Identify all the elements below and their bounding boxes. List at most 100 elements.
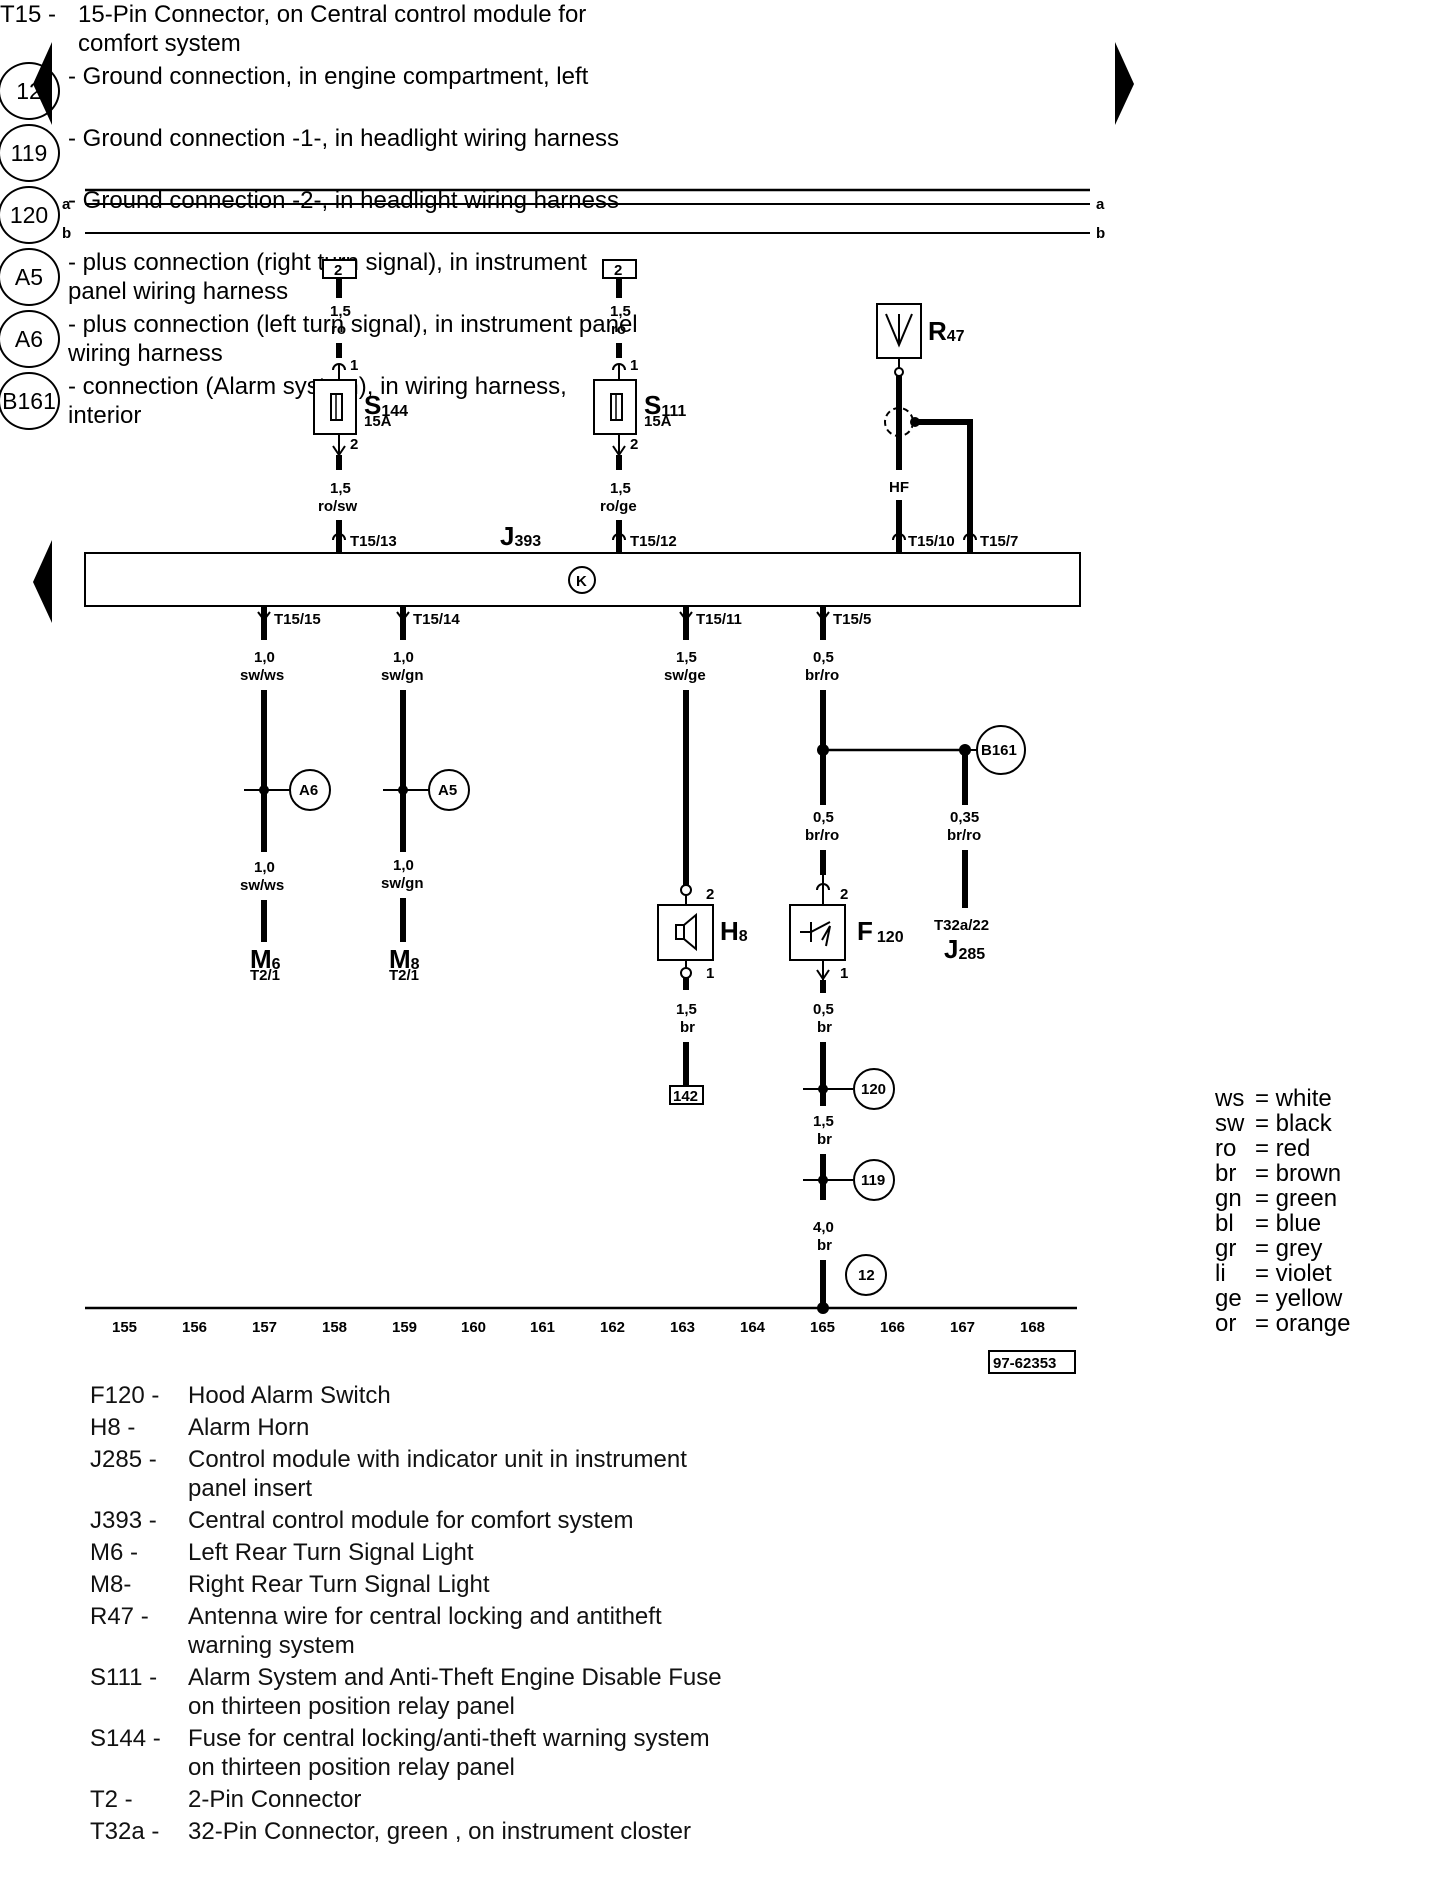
color-abbr: br [1215,1160,1237,1187]
legend-code: J285 - [90,1446,157,1473]
branch-m6-color2: sw/ws [240,877,284,894]
legend-code: S111 - [90,1664,158,1691]
fuse-s144-in-size: 1,5 [330,303,351,320]
fuse-s144-pin-out: 2 [350,436,358,453]
track-163: 163 [670,1319,695,1336]
color-abbr: ws [1215,1085,1245,1112]
branch-b161-color: br/ro [947,827,981,844]
track-168: 168 [1020,1319,1045,1336]
module-pin-t15-15: T15/15 [274,611,321,628]
legend-row: T15 -15-Pin Connector, on Central contro… [0,0,640,58]
track-156: 156 [182,1319,207,1336]
fuse-s144-rating: 15A [364,413,392,430]
track-157: 157 [252,1319,277,1336]
track-numbers: 155 156 157 158 159 160 161 162 163 164 … [112,1319,1045,1336]
hood-switch-icon [800,921,831,947]
branch-h8: T15/11 1,5 sw/ge 2 H8 1 1,5 br 142 [657,606,748,1105]
j285-pin: T32a/22 [934,917,989,934]
fuse-s111-out-size: 1,5 [610,480,631,497]
splice-a5-legend-badge: A5 [0,248,60,306]
color-abbr: gr [1215,1235,1237,1262]
bus-label-a-left: a [62,196,71,213]
antenna-r47: R47 HF T15/10 T15/7 [876,303,1018,552]
module-pin-t15-5: T15/5 [833,611,871,628]
module-pin-t15-11: T15/11 [696,611,742,628]
splice-a6-label: A6 [299,782,318,799]
antenna-r47-code: R47 [928,316,965,346]
legend-code: T15 - [0,1,57,28]
legend-desc: 32-Pin Connector, green , on instrument … [188,1818,691,1845]
branch-h8-size2: 1,5 [676,1001,697,1018]
branch-f120-color-b: br/ro [805,827,839,844]
legend-row: S111 -Alarm System and Anti-Theft Engine… [90,1663,730,1721]
branch-m8-size2: 1,0 [393,857,414,874]
branch-m8-end-pin: T2/1 [389,967,419,984]
branch-m6-size1: 1,0 [254,649,275,666]
color-abbr: or [1215,1310,1237,1337]
bus-label-b-right: b [1096,225,1105,242]
legend-row: R47 -Antenna wire for central locking an… [90,1602,730,1660]
color-key-row: ro= red [1215,1136,1435,1161]
track-158: 158 [322,1319,347,1336]
previous-page-arrow-icon[interactable] [33,42,52,125]
branch-f120-color1: br/ro [805,667,839,684]
legend-desc: Control module with indicator unit in in… [188,1446,687,1502]
branch-h8-size1: 1,5 [676,649,697,666]
branch-m6: T15/15 1,0 sw/ws A6 1,0 sw/ws M6 T2/1 [240,606,331,984]
legend-desc: Fuse for central locking/anti-theft warn… [188,1725,710,1781]
branch-m8-color2: sw/gn [381,875,424,892]
j285-code: J285 [944,934,985,964]
track-162: 162 [600,1319,625,1336]
color-key-row: gn= green [1215,1186,1435,1211]
legend-desc: 2-Pin Connector [188,1786,362,1813]
wire-color-key: ws= white sw= black ro= red br= brown gn… [1215,1086,1435,1336]
horn-h8-pin-top: 2 [706,886,714,903]
legend-row: T32a -32-Pin Connector, green , on instr… [90,1817,730,1846]
legend-desc: Hood Alarm Switch [188,1382,391,1409]
legend-code: T2 - [90,1786,133,1813]
color-abbr: gn [1215,1185,1242,1212]
color-name: = blue [1255,1210,1322,1237]
branch-f120-size-b: 0,5 [813,809,834,826]
fuse-s144-out-color: ro/sw [318,498,358,515]
color-key-row: sw = black [1215,1111,1435,1136]
legend-desc: Alarm Horn [188,1414,310,1441]
legend-row: M6 -Left Rear Turn Signal Light [90,1538,730,1567]
legend-desc: - Ground connection -1-, in headlight wi… [68,125,619,152]
splice-b161-legend-badge: B161 [0,372,60,430]
splice-a6-badge [289,769,331,811]
fuse-s144-out-size: 1,5 [330,480,351,497]
horn-h8-code: H8 [720,916,748,946]
fuse-s144: 2 1,5 ro 1 S144 15A 2 1,5 ro/sw T15/13 [313,259,408,552]
legend-code: M6 - [90,1539,138,1566]
legend-row: M8-Right Rear Turn Signal Light [90,1570,730,1599]
horn-h8-pin-bottom: 1 [706,965,714,982]
branch-f120-color4: br [817,1237,832,1254]
color-key-row: ge= yellow [1215,1286,1435,1311]
track-167: 167 [950,1319,975,1336]
fuse-s144-code: S144 [364,390,408,420]
branch-f120-size2: 0,5 [813,1001,834,1018]
module-j393[interactable] [84,552,1081,607]
fuse-s111-in-color: ro [611,321,626,338]
branch-h8-color2: br [680,1019,695,1036]
branch-f120-size1: 0,5 [813,649,834,666]
module-pin-t15-13: T15/13 [350,533,397,550]
fuse-s144-feed-ref: 2 [334,262,342,279]
wiring-diagram: a a b b 2 1,5 ro 1 S144 15A 2 1,5 ro/sw … [33,42,1134,1374]
fuse-s111-pin-in: 1 [630,357,638,374]
color-name: = black [1255,1110,1332,1137]
continue-left-arrow-icon[interactable] [33,540,52,623]
legend-code: R47 - [90,1603,149,1630]
fuse-s111: 2 1,5 ro 1 S111 15A 2 1,5 ro/ge T15/12 [593,259,686,552]
legend-row: J285 - Control module with indicator unit… [90,1445,730,1503]
color-abbr: sw [1215,1110,1245,1137]
fuse-s111-rating: 15A [644,413,672,430]
next-page-arrow-icon[interactable] [1115,42,1134,125]
ground-119-legend-badge: 119 [0,124,60,182]
module-pin-t15-10: T15/10 [908,533,955,550]
horn-h8-ref: 142 [673,1088,698,1105]
switch-f120-pin-bottom: 1 [840,965,848,982]
branch-b161-size: 0,35 [950,809,979,826]
splice-a5-label: A5 [438,782,457,799]
